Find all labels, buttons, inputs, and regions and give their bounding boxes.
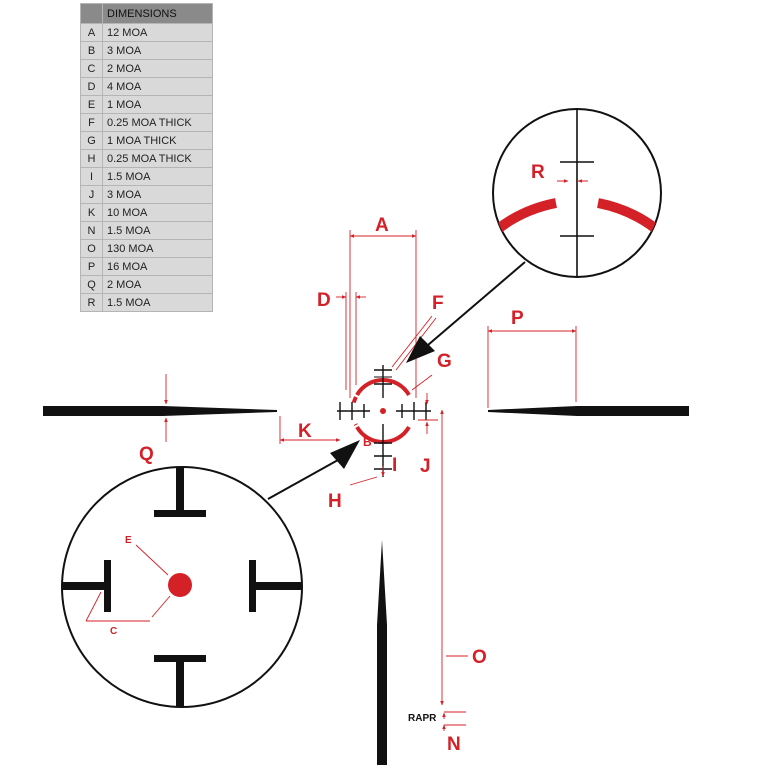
center-dot	[380, 408, 386, 414]
label-h: H	[328, 491, 342, 512]
row-letter: H	[80, 149, 103, 168]
row-value: 10 MOA	[102, 203, 213, 222]
dimension-lines	[164, 230, 577, 731]
label-a: A	[375, 215, 389, 236]
row-letter: C	[80, 59, 103, 78]
row-letter: B	[80, 41, 103, 60]
label-e: E	[125, 535, 132, 546]
label-b: B	[363, 435, 372, 449]
row-value: 0.25 MOA THICK	[102, 149, 213, 168]
row-value: 3 MOA	[102, 185, 213, 204]
label-f: F	[432, 293, 444, 314]
row-value: 12 MOA	[102, 23, 213, 42]
label-j: J	[420, 456, 431, 477]
left-post	[43, 406, 277, 416]
row-value: 2 MOA	[102, 275, 213, 294]
row-letter: D	[80, 77, 103, 96]
row-letter: O	[80, 239, 103, 258]
row-value: 3 MOA	[102, 41, 213, 60]
table-header-blank	[80, 3, 103, 24]
callout-arrows	[267, 261, 526, 500]
row-letter: P	[80, 257, 103, 276]
table-header-dimensions: DIMENSIONS	[102, 3, 213, 24]
row-value: 2 MOA	[102, 59, 213, 78]
row-value: 1.5 MOA	[102, 167, 213, 186]
row-letter: R	[80, 293, 103, 312]
label-r: R	[531, 162, 545, 183]
row-value: 4 MOA	[102, 77, 213, 96]
label-k: K	[298, 421, 312, 442]
magnifier-top-right	[492, 108, 662, 278]
label-i: I	[392, 455, 397, 476]
label-p: P	[511, 308, 524, 329]
label-n: N	[447, 734, 461, 755]
label-d: D	[317, 290, 331, 311]
rapr-label: RAPR	[408, 713, 437, 724]
magnifier-bottom-left	[61, 466, 303, 708]
row-value: 16 MOA	[102, 257, 213, 276]
label-g: G	[437, 351, 452, 372]
row-letter: Q	[80, 275, 103, 294]
label-o: O	[472, 647, 487, 668]
row-value: 0.25 MOA THICK	[102, 113, 213, 132]
row-value: 1 MOA THICK	[102, 131, 213, 150]
row-value: 1.5 MOA	[102, 221, 213, 240]
row-letter: I	[80, 167, 103, 186]
row-letter: K	[80, 203, 103, 222]
magnified-center-dot	[168, 573, 192, 597]
row-letter: J	[80, 185, 103, 204]
center-reticle	[337, 365, 431, 477]
row-letter: A	[80, 23, 103, 42]
label-q: Q	[139, 444, 154, 465]
right-post	[488, 406, 689, 416]
row-value: 130 MOA	[102, 239, 213, 258]
bottom-post	[377, 540, 387, 765]
row-letter: F	[80, 113, 103, 132]
row-letter: G	[80, 131, 103, 150]
label-c: C	[110, 626, 117, 637]
row-value: 1 MOA	[102, 95, 213, 114]
dimension-labels: A D F G P Q K B I J H O N R E C RAPR	[110, 162, 545, 755]
row-letter: E	[80, 95, 103, 114]
row-value: 1.5 MOA	[102, 293, 213, 312]
row-letter: N	[80, 221, 103, 240]
